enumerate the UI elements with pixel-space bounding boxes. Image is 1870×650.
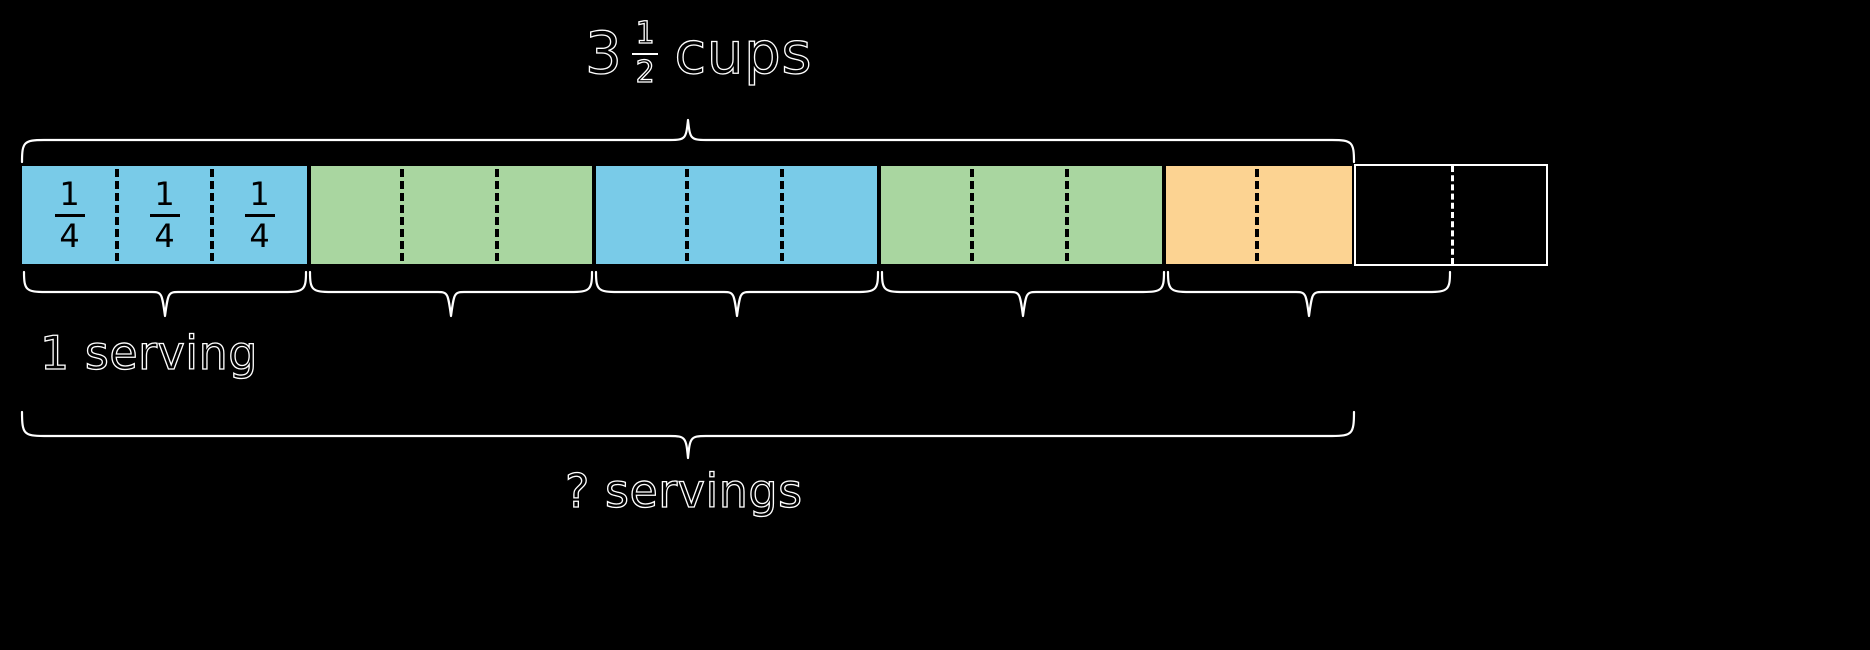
serving-brace-5 (1166, 270, 1452, 318)
cell-fraction-label: 1 4 (149, 174, 180, 255)
title-whole-number: 3 (584, 18, 623, 87)
title-fraction-denominator: 2 (635, 54, 656, 90)
tape-cell[interactable] (592, 166, 687, 264)
title-unit: cups (674, 18, 813, 87)
serving-brace-4 (880, 270, 1166, 318)
tape-cell[interactable] (1162, 166, 1257, 264)
tape-cell[interactable]: 1 4 (115, 166, 212, 264)
cell-fraction-numerator: 1 (249, 174, 270, 213)
cell-fraction-numerator: 1 (154, 174, 175, 213)
top-brace-3-and-a-half-cups (20, 118, 1356, 164)
cell-fraction-bar (149, 213, 180, 217)
cell-fraction-denominator: 4 (154, 216, 175, 255)
cell-fraction-denominator: 4 (59, 216, 80, 255)
empty-tape-cell[interactable] (1356, 166, 1453, 264)
tape-cell[interactable] (1255, 166, 1352, 264)
cell-fraction-bar (54, 213, 85, 217)
page-title: 3 1 2 cups (584, 16, 813, 90)
title-fraction-bar (632, 52, 659, 55)
tape-cell[interactable] (307, 166, 402, 264)
serving-brace-1 (22, 270, 308, 318)
tape-cell[interactable] (877, 166, 972, 264)
tape-cell[interactable] (495, 166, 592, 264)
title-fraction: 1 2 (632, 16, 659, 90)
empty-tape-cell[interactable] (1451, 166, 1551, 264)
cell-fraction-denominator: 4 (249, 216, 270, 255)
tape-cell[interactable] (970, 166, 1067, 264)
unknown-servings-label: ? servings (564, 464, 803, 518)
tape-cell[interactable]: 1 4 (22, 166, 117, 264)
serving-brace-2 (308, 270, 594, 318)
serving-brace-3 (594, 270, 880, 318)
cell-fraction-numerator: 1 (59, 174, 80, 213)
one-serving-label: 1 serving (39, 326, 258, 380)
bottom-brace-total-servings (20, 410, 1356, 460)
cell-fraction-bar (244, 213, 275, 217)
empty-cells-group (1354, 164, 1548, 266)
tape-strip: 1 4 1 4 1 4 (22, 166, 1352, 264)
title-fraction-numerator: 1 (635, 16, 656, 51)
tape-cell[interactable] (1065, 166, 1162, 264)
tape-cell[interactable] (685, 166, 782, 264)
tape-cell[interactable] (400, 166, 497, 264)
cell-fraction-label: 1 4 (244, 174, 275, 255)
tape-cell[interactable]: 1 4 (210, 166, 307, 264)
cell-fraction-label: 1 4 (54, 174, 85, 255)
tape-cell[interactable] (780, 166, 877, 264)
